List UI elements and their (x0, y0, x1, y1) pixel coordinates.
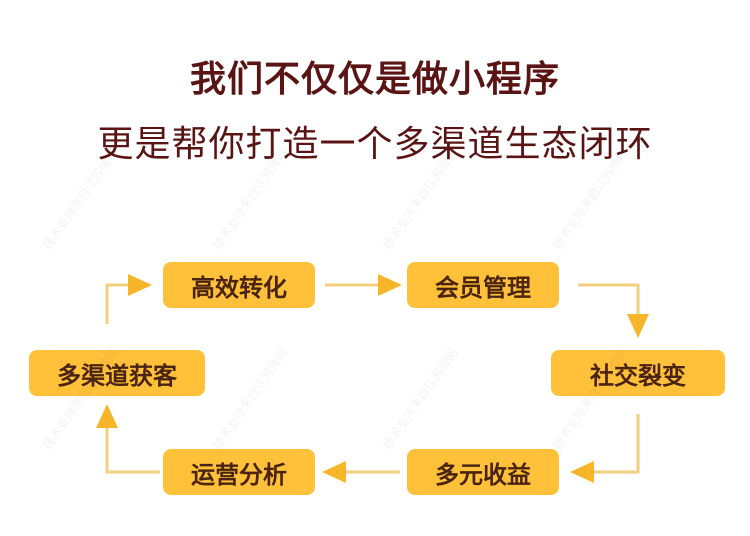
arrowhead-to-revenue (570, 461, 594, 483)
node-operation-analysis: 运营分析 (163, 449, 315, 495)
connector-channels-conversion (105, 283, 128, 324)
node-diverse-revenue: 多元收益 (407, 449, 559, 495)
node-efficient-conversion: 高效转化 (163, 262, 315, 308)
arrowhead-to-social (627, 314, 649, 338)
headline-line-2: 更是帮你打造一个多渠道生态闭环 (97, 124, 653, 165)
node-social-fission: 社交裂变 (551, 350, 725, 396)
arrowhead-to-analytics (322, 461, 346, 483)
arrowhead-to-conversion (128, 274, 152, 296)
headline-line-1: 我们不仅仅是做小程序 (189, 59, 560, 100)
connector-analytics-channels (105, 428, 160, 474)
connector-membership-social (578, 283, 640, 314)
node-multichannel-acquisition: 多渠道获客 (29, 350, 205, 396)
connector-social-revenue (594, 414, 640, 474)
arrowhead-to-membership (378, 274, 402, 296)
node-member-management: 会员管理 (407, 262, 559, 308)
arrowhead-to-channels (96, 404, 118, 428)
